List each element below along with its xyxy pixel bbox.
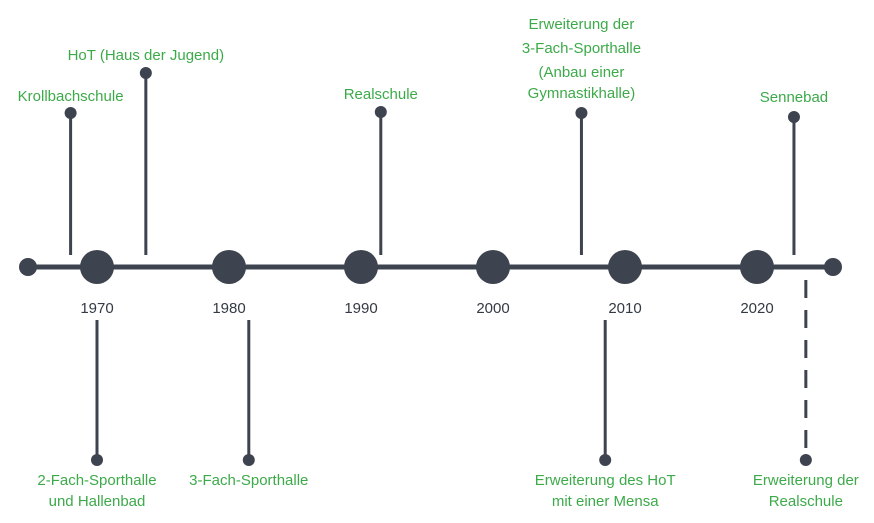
- event-hot-haus-der-jugend: HoT (Haus der Jugend): [68, 47, 224, 255]
- event-label-hot-haus-der-jugend: HoT (Haus der Jugend): [68, 47, 224, 64]
- event-erweiterung-3-fach-sporthalle: Erweiterung der 3-Fach-Sporthalle (Anbau e…: [522, 16, 641, 255]
- event-label-realschule: Realschule: [344, 86, 418, 103]
- event-dot-erweiterung-hot-mensa: [599, 454, 612, 466]
- event-label-erweiterung-3-fach-sporthalle: 3-Fach-Sporthalle: [522, 40, 641, 57]
- event-dot-realschule: [374, 106, 387, 118]
- event-label-2-fach-sporthalle-hallenbad: 2-Fach-Sporthalle: [37, 472, 156, 489]
- event-label-3-fach-sporthalle: 3-Fach-Sporthalle: [189, 472, 308, 489]
- event-dot-sennebad: [787, 111, 800, 123]
- year-marker-1990: [344, 250, 378, 284]
- event-label-krollbachschule: Krollbachschule: [18, 88, 124, 105]
- event-dot-erweiterung-3-fach-sporthalle: [575, 107, 588, 119]
- year-label-2010: 2010: [608, 300, 641, 317]
- event-dot-hot-haus-der-jugend: [139, 67, 152, 79]
- event-sennebad: Sennebad: [760, 89, 828, 255]
- year-label-2000: 2000: [476, 300, 509, 317]
- events-above-axis: Krollbachschule HoT (Haus der Jugend) Real…: [18, 16, 828, 255]
- year-marker-2010: [608, 250, 642, 284]
- event-3-fach-sporthalle: 3-Fach-Sporthalle: [189, 320, 308, 489]
- event-krollbachschule: Krollbachschule: [18, 88, 124, 255]
- timeline-start-dot: [19, 258, 37, 276]
- event-dot-2-fach-sporthalle-hallenbad: [91, 454, 103, 466]
- year-markers: 1970 1980 1990 2000 2010 2020: [80, 250, 774, 317]
- year-label-1990: 1990: [344, 300, 377, 317]
- event-dot-krollbachschule: [64, 107, 77, 119]
- event-label-2-fach-sporthalle-hallenbad: und Hallenbad: [49, 493, 146, 510]
- event-dot-erweiterung-realschule: [799, 454, 812, 466]
- year-marker-1970: [80, 250, 114, 284]
- events-below-axis: 2-Fach-Sporthalle und Hallenbad 3-Fach-Spo…: [37, 280, 859, 510]
- year-marker-2000: [476, 250, 510, 284]
- year-label-2020: 2020: [740, 300, 773, 317]
- event-label-erweiterung-hot-mensa: Erweiterung des HoT: [535, 472, 676, 489]
- year-label-1970: 1970: [80, 300, 113, 317]
- event-label-erweiterung-3-fach-sporthalle: (Anbau einer: [538, 64, 624, 81]
- event-erweiterung-hot-mensa: Erweiterung des HoT mit einer Mensa: [535, 320, 676, 510]
- event-2-fach-sporthalle-hallenbad: 2-Fach-Sporthalle und Hallenbad: [37, 320, 157, 510]
- year-marker-1980: [212, 250, 246, 284]
- event-label-erweiterung-3-fach-sporthalle: Gymnastikhalle): [528, 85, 636, 102]
- event-label-sennebad: Sennebad: [760, 89, 828, 106]
- event-label-erweiterung-hot-mensa: mit einer Mensa: [552, 493, 659, 510]
- event-label-erweiterung-3-fach-sporthalle: Erweiterung der: [528, 16, 634, 33]
- event-dot-3-fach-sporthalle: [242, 454, 255, 466]
- year-label-1980: 1980: [212, 300, 245, 317]
- year-marker-2020: [740, 250, 774, 284]
- timeline-end-dot: [824, 258, 842, 276]
- event-realschule: Realschule: [344, 86, 418, 255]
- event-label-erweiterung-realschule: Erweiterung der: [753, 472, 859, 489]
- event-label-erweiterung-realschule: Realschule: [769, 493, 843, 510]
